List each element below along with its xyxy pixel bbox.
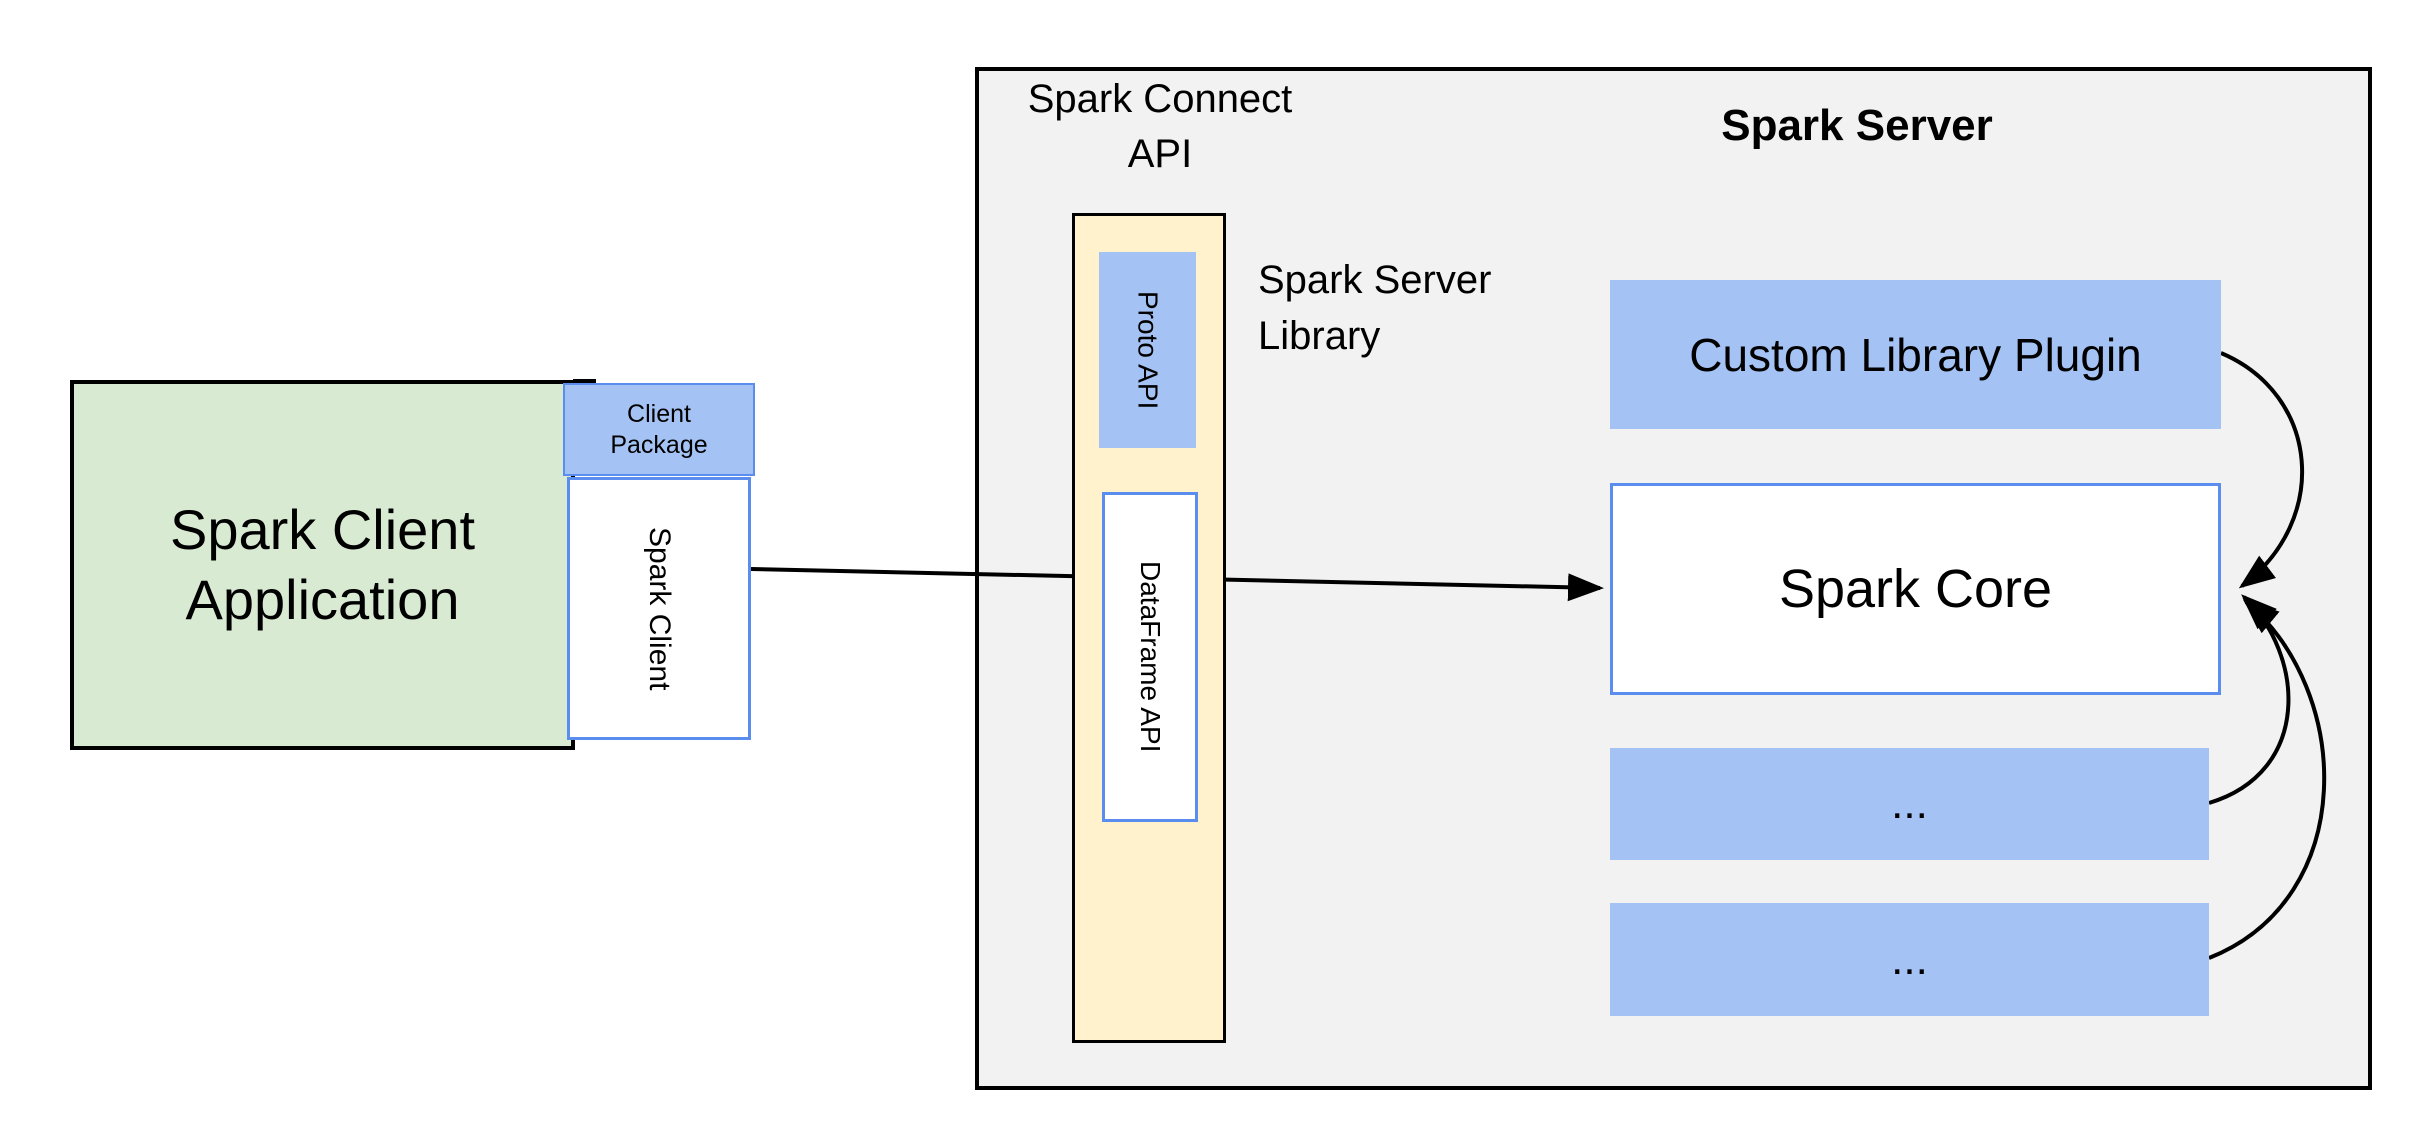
- dataframe-api-label: DataFrame API: [1135, 561, 1166, 753]
- proto-api-box: Proto API: [1099, 252, 1196, 448]
- client-package-label: Client Package: [610, 399, 708, 459]
- ellipsis-label-2: ...: [1891, 934, 1928, 984]
- dataframe-api-box: DataFrame API: [1102, 492, 1198, 822]
- ellipsis-box-2: ...: [1610, 903, 2209, 1016]
- spark-connect-api-bar: [1072, 213, 1226, 1043]
- spark-client-label: Spark Client: [643, 526, 676, 691]
- client-package-box: Client Package: [563, 383, 755, 476]
- spark-client-box: Spark Client: [567, 477, 751, 740]
- spark-server-library-label: Spark Server Library: [1258, 258, 1492, 358]
- ellipsis-box-1: ...: [1610, 748, 2209, 860]
- spark-server-title: Spark Server: [1721, 101, 1993, 150]
- custom-library-plugin-box: Custom Library Plugin: [1610, 280, 2221, 429]
- proto-api-label: Proto API: [1132, 290, 1164, 410]
- spark-client-application-box: Spark Client Application: [70, 380, 575, 750]
- spark-core-label: Spark Core: [1778, 559, 2053, 619]
- spark-client-application-label: Spark Client Application: [169, 498, 476, 631]
- spark-connect-api-label: Spark Connect API: [1027, 77, 1293, 176]
- spark-core-box: Spark Core: [1610, 483, 2221, 695]
- ellipsis-label-1: ...: [1891, 779, 1928, 828]
- custom-library-plugin-label: Custom Library Plugin: [1689, 328, 2142, 381]
